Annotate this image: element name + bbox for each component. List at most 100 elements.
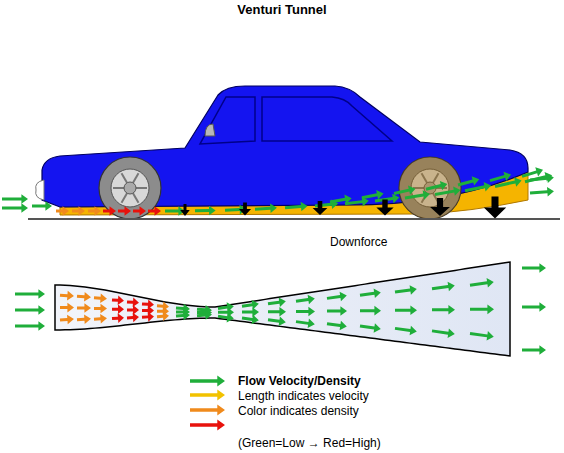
flow-arrow — [195, 206, 216, 216]
flow-arrow — [395, 305, 417, 315]
flow-arrow — [267, 315, 286, 327]
flow-arrow — [142, 312, 155, 322]
flow-arrow — [15, 305, 45, 315]
flow-arrow — [157, 311, 170, 321]
flow-arrow — [112, 304, 124, 314]
hub — [124, 182, 136, 194]
flow-arrow — [77, 303, 91, 313]
front-window — [200, 97, 255, 144]
flow-arrow — [77, 314, 92, 325]
flow-arrow — [431, 281, 455, 294]
flow-arrow — [94, 293, 108, 303]
legend-arrow — [190, 419, 225, 430]
flow-arrow — [241, 313, 259, 325]
flow-arrow — [522, 345, 546, 355]
flow-arrow — [469, 329, 494, 342]
flow-arrow — [176, 310, 191, 321]
flow-arrow — [94, 314, 108, 324]
flow-arrow — [431, 326, 455, 339]
car-body — [42, 86, 528, 207]
tube-flow-arrows — [15, 263, 546, 355]
flow-arrow — [15, 289, 45, 299]
flow-arrow — [285, 201, 308, 212]
flow-arrow — [127, 297, 140, 307]
front-bumper — [36, 180, 44, 200]
rear-window — [262, 97, 392, 141]
flow-arrow — [360, 306, 381, 316]
spoke — [122, 193, 128, 203]
flow-arrow — [142, 299, 155, 309]
flow-arrow — [94, 304, 107, 314]
mirror — [205, 124, 215, 136]
downforce-arrow — [239, 203, 251, 216]
legend-arrow — [190, 375, 225, 386]
flow-arrow — [394, 284, 417, 297]
flow-arrow — [241, 299, 259, 311]
flow-arrow — [88, 206, 101, 216]
spoke — [122, 173, 128, 183]
flow-arrow — [394, 324, 417, 337]
wheel-tint — [399, 157, 461, 219]
legend-text: Flow Velocity/Density — [238, 374, 361, 388]
flow-arrow — [118, 206, 131, 216]
car-illustration — [28, 86, 560, 219]
downforce-arrow — [484, 197, 506, 219]
downforce-arrow — [430, 198, 450, 216]
flow-arrow — [2, 203, 28, 213]
legend-text: Color indicates density — [238, 404, 359, 418]
flow-arrow — [127, 312, 140, 322]
underbody-flow-arrows — [2, 165, 554, 216]
ground-line — [28, 218, 560, 220]
flow-arrow — [60, 303, 74, 313]
spoke — [136, 187, 147, 189]
spoke — [133, 193, 139, 203]
flow-arrow — [432, 305, 455, 315]
legend-arrow — [190, 404, 225, 415]
flow-arrow — [15, 321, 45, 331]
flow-arrow — [268, 307, 286, 317]
flow-arrow — [361, 189, 384, 203]
flow-arrow — [327, 306, 347, 316]
spoke — [113, 187, 124, 189]
flow-arrow — [295, 317, 315, 329]
flow-arrow — [133, 206, 146, 216]
flow-arrow — [326, 319, 347, 331]
flow-arrow — [60, 290, 75, 301]
flow-arrow — [522, 263, 546, 273]
flow-arrow — [329, 193, 352, 206]
flow-arrow — [2, 194, 28, 204]
force-label: Downforce — [330, 235, 387, 249]
flow-arrow — [72, 206, 85, 216]
flow-arrow — [296, 307, 315, 317]
flow-arrow — [295, 294, 315, 306]
flow-arrow — [529, 173, 554, 185]
downforce-arrow — [180, 204, 190, 216]
downforce-arrow — [313, 201, 328, 215]
legend-text: Length indicates velocity — [238, 389, 369, 403]
flow-arrow — [217, 312, 234, 324]
flow-arrow — [32, 201, 52, 211]
downforce-arrows — [180, 197, 506, 219]
flow-arrow — [522, 302, 546, 312]
flow-arrow — [255, 203, 278, 214]
tire — [99, 157, 161, 219]
flow-arrow — [326, 291, 347, 303]
legend-text: (Green=Low → Red=High) — [238, 436, 381, 450]
downforce-arrow — [376, 200, 393, 216]
flow-arrow — [469, 277, 494, 290]
flow-arrow — [112, 313, 125, 323]
flow-arrow — [359, 321, 381, 333]
flow-arrow — [103, 206, 116, 216]
flow-arrow — [359, 288, 381, 300]
legend-arrow — [190, 389, 225, 400]
flow-arrow — [77, 291, 92, 302]
flow-arrow — [425, 179, 449, 194]
flow-arrow — [112, 295, 125, 305]
flow-arrow — [267, 297, 286, 309]
legend-arrow-samples — [190, 375, 225, 430]
flow-arrow — [470, 305, 494, 315]
flow-arrow — [393, 184, 417, 198]
flow-arrow — [489, 170, 513, 185]
flow-arrow — [60, 314, 75, 325]
